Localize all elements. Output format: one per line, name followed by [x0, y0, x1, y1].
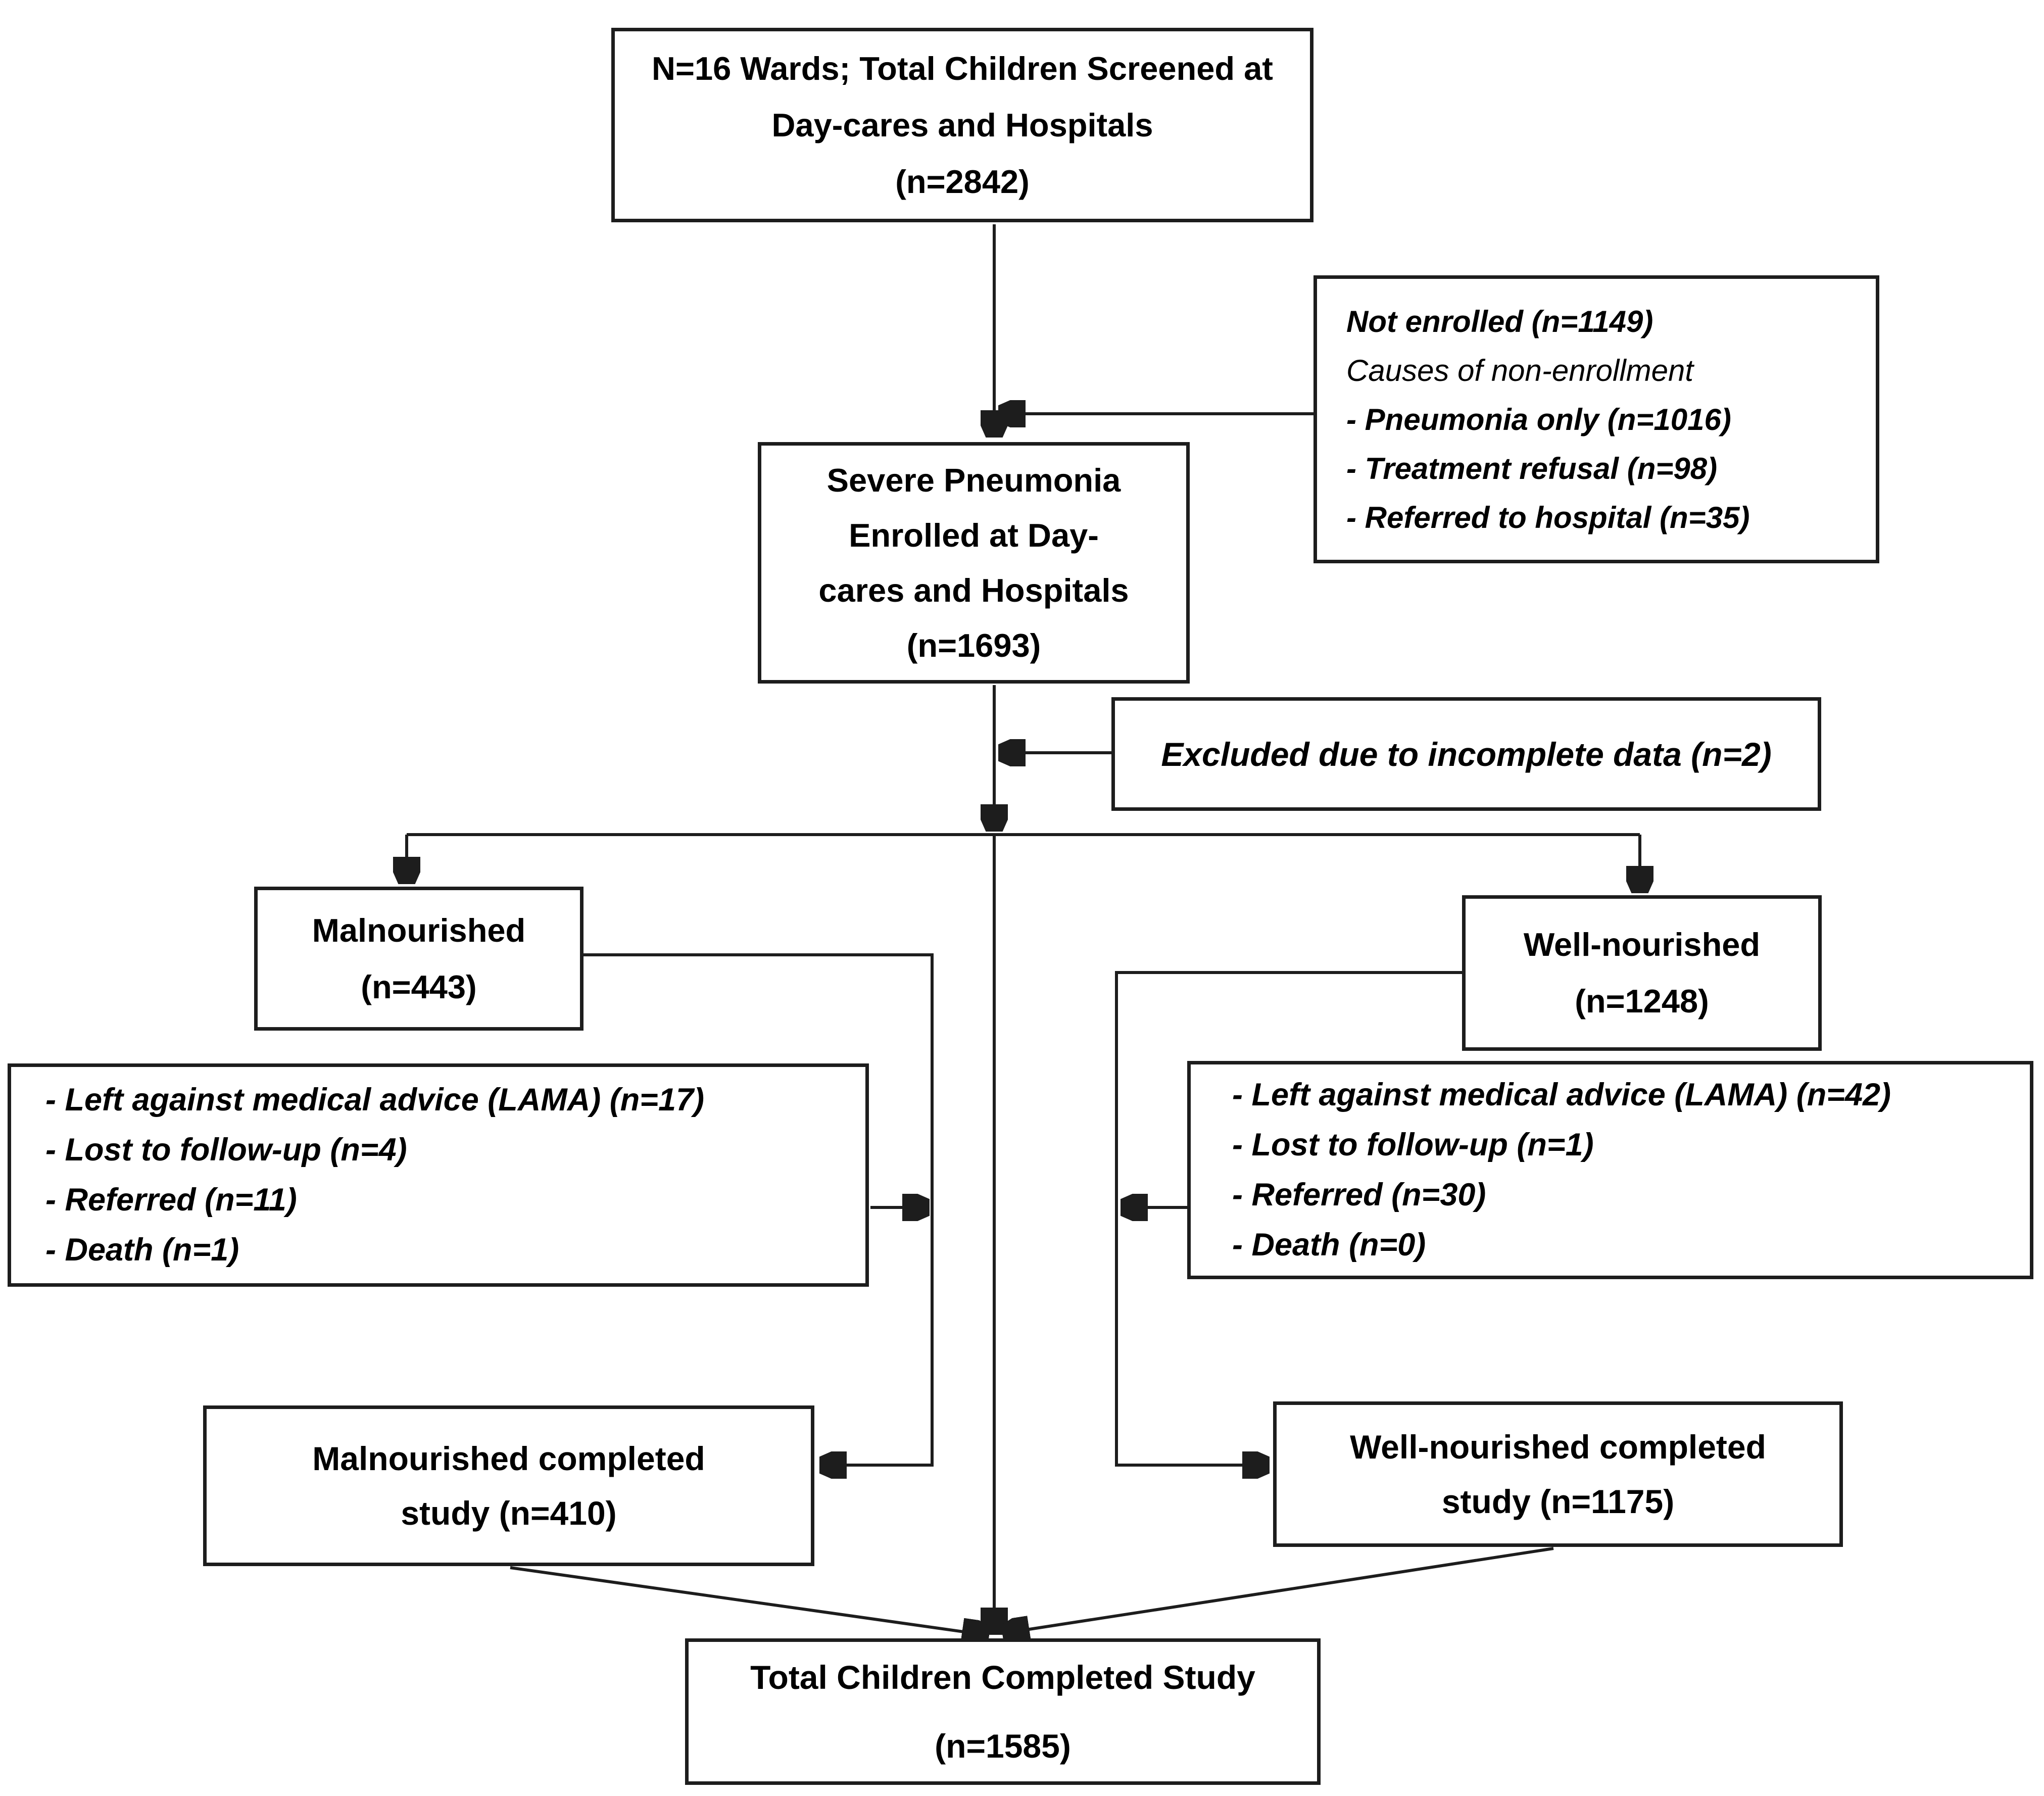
exclusion-item: - Left against medical advice (LAMA) (n=… — [45, 1082, 705, 1118]
box-line: Well-nourished completed — [1350, 1428, 1766, 1466]
exclusion-item: - Lost to follow-up (n=1) — [1232, 1127, 1594, 1162]
box-line: Severe Pneumonia — [826, 462, 1121, 499]
box-severe-pneumonia-enrolled: Severe Pneumonia Enrolled at Day- cares … — [758, 442, 1190, 684]
box-excluded-incomplete-data: Excluded due to incomplete data (n=2) — [1111, 697, 1821, 811]
arrow-wn-completed-to-total — [1006, 1547, 1554, 1633]
box-line: Excluded due to incomplete data (n=2) — [1161, 735, 1772, 773]
box-line: Malnourished — [312, 911, 526, 949]
box-well-nourished: Well-nourished (n=1248) — [1462, 895, 1822, 1051]
box-total-completed-study: Total Children Completed Study (n=1585) — [685, 1638, 1321, 1785]
arrow-wellnourished-to-completed — [1115, 971, 1462, 1465]
exclusion-item: - Referred (n=30) — [1232, 1177, 1486, 1212]
not-enrolled-item: - Treatment refusal (n=98) — [1346, 451, 1718, 486]
box-malnourished-exclusions: - Left against medical advice (LAMA) (n=… — [8, 1063, 869, 1287]
not-enrolled-item: - Referred to hospital (n=35) — [1346, 500, 1750, 535]
not-enrolled-title: Not enrolled (n=1149) — [1346, 304, 1653, 338]
exclusion-item: - Death (n=1) — [45, 1232, 239, 1268]
box-line: (n=1585) — [935, 1727, 1071, 1765]
exclusion-item: - Left against medical advice (LAMA) (n=… — [1232, 1077, 1891, 1112]
box-malnourished: Malnourished (n=443) — [254, 887, 583, 1031]
box-line: (n=1248) — [1575, 983, 1709, 1020]
box-well-nourished-completed: Well-nourished completed study (n=1175) — [1273, 1401, 1843, 1547]
arrow-malnourished-to-completed — [582, 953, 934, 1465]
exclusion-item: - Referred (n=11) — [45, 1182, 297, 1218]
box-line: (n=443) — [361, 968, 477, 1005]
box-line: cares and Hospitals — [818, 572, 1129, 609]
exclusion-item: - Death (n=0) — [1232, 1227, 1426, 1263]
box-line: study (n=410) — [401, 1494, 617, 1532]
not-enrolled-subtitle: Causes of non-enrollment — [1346, 353, 1694, 387]
box-malnourished-completed: Malnourished completed study (n=410) — [203, 1405, 814, 1566]
box-line: (n=1693) — [906, 627, 1041, 664]
box-line: Well-nourished — [1523, 926, 1761, 963]
box-line: Malnourished completed — [312, 1440, 705, 1477]
box-line: Total Children Completed Study — [750, 1659, 1255, 1696]
box-line: (n=2842) — [895, 163, 1030, 200]
arrow-mal-completed-to-total — [510, 1566, 985, 1635]
box-line: study (n=1175) — [1441, 1483, 1675, 1520]
box-line: Enrolled at Day- — [849, 517, 1099, 554]
box-line: Day-cares and Hospitals — [771, 106, 1153, 143]
box-well-nourished-exclusions: - Left against medical advice (LAMA) (n=… — [1187, 1061, 2033, 1279]
exclusion-item: - Lost to follow-up (n=4) — [45, 1132, 407, 1168]
box-total-screened: N=16 Wards; Total Children Screened at D… — [611, 28, 1313, 222]
box-line: N=16 Wards; Total Children Screened at — [652, 50, 1273, 87]
box-not-enrolled: Not enrolled (n=1149) Causes of non-enro… — [1313, 275, 1879, 563]
not-enrolled-item: - Pneumonia only (n=1016) — [1346, 402, 1731, 436]
